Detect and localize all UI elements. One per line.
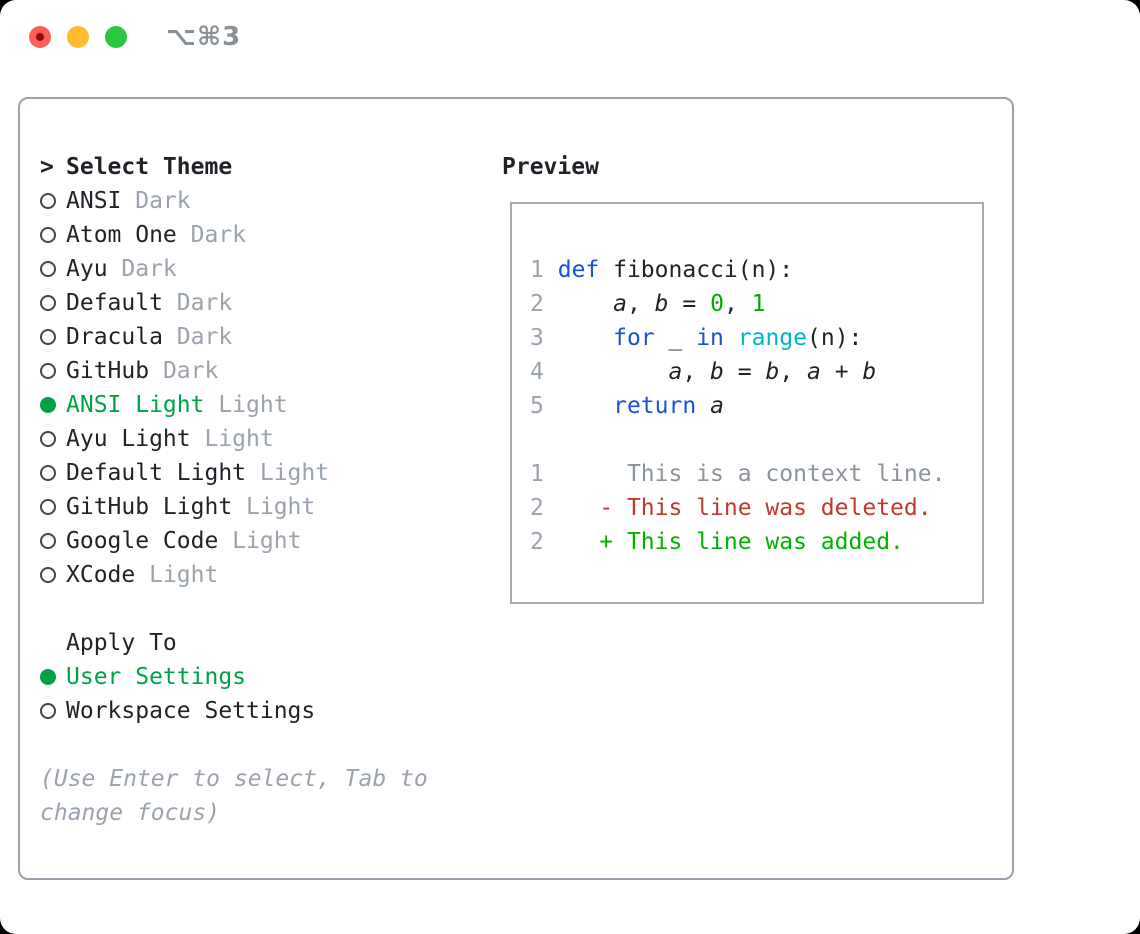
code-line: [530, 423, 982, 457]
theme-name: GitHub: [66, 358, 150, 384]
radio-icon: [40, 295, 56, 311]
code-preview: 1 def fibonacci(n): 2 a, b = 0, 1 3 for _ …: [512, 204, 982, 559]
preview-title: Preview: [502, 154, 599, 180]
theme-variant: Light: [246, 460, 330, 486]
theme-variant: Dark: [176, 222, 247, 248]
radio-selected-icon: [40, 397, 56, 413]
theme-list-header: > Select Theme: [40, 150, 329, 184]
theme-name: GitHub Light: [66, 494, 233, 520]
theme-option[interactable]: ANSI Light Light: [40, 388, 329, 422]
theme-variant: Light: [135, 562, 219, 588]
code-line: 1 def fibonacci(n):: [530, 257, 794, 283]
radio-selected-icon: [40, 669, 56, 685]
theme-variant: Dark: [162, 324, 233, 350]
code-line: 5 return a: [530, 393, 724, 419]
code-line: 2 - This line was deleted.: [530, 495, 932, 521]
theme-variant: Dark: [107, 256, 177, 282]
theme-variant: Light: [232, 494, 316, 520]
theme-option[interactable]: Default Dark: [40, 286, 329, 320]
zoom-button[interactable]: [105, 26, 127, 48]
theme-variant: Light: [190, 426, 274, 452]
theme-name: Ayu Light: [66, 426, 191, 452]
radio-icon: [40, 431, 56, 447]
theme-name: XCode: [66, 562, 136, 588]
radio-icon: [40, 703, 56, 719]
window-title-shortcut: ⌥⌘3: [166, 22, 242, 52]
titlebar: ⌥⌘3: [0, 0, 1140, 72]
theme-option[interactable]: GitHub Light Light: [40, 490, 329, 524]
theme-option[interactable]: Atom One Dark: [40, 218, 329, 252]
theme-list-title: Select Theme: [66, 154, 233, 180]
code-line: 3 for _ in range(n):: [530, 325, 863, 351]
code-line: 1 This is a context line.: [530, 461, 946, 487]
radio-icon: [40, 329, 56, 345]
theme-name: Atom One: [66, 222, 177, 248]
radio-icon: [40, 261, 56, 277]
radio-icon: [40, 567, 56, 583]
radio-icon: [40, 465, 56, 481]
apply-to-option-label: Workspace Settings: [66, 698, 316, 724]
theme-variant: Dark: [162, 290, 233, 316]
keyboard-hint: (Use Enter to select, Tab to change focu…: [40, 766, 428, 826]
theme-variant: Dark: [149, 358, 219, 384]
theme-option[interactable]: Ayu Dark: [40, 252, 329, 286]
code-line: 4 a, b = b, a + b: [530, 359, 877, 385]
minimize-button[interactable]: [67, 26, 89, 48]
theme-name: Google Code: [66, 528, 219, 554]
theme-option[interactable]: Dracula Dark: [40, 320, 329, 354]
theme-variant: Light: [204, 392, 288, 418]
code-line: 2 + This line was added.: [530, 529, 904, 555]
theme-name: Default Light: [66, 460, 247, 486]
preview-box: 1 def fibonacci(n): 2 a, b = 0, 1 3 for _ …: [510, 202, 984, 604]
apply-to-header: Apply To: [40, 626, 315, 660]
radio-icon: [40, 499, 56, 515]
radio-icon: [40, 193, 56, 209]
theme-name: Default: [66, 290, 163, 316]
theme-option[interactable]: GitHub Dark: [40, 354, 329, 388]
code-line: 2 a, b = 0, 1: [530, 291, 766, 317]
apply-to-option[interactable]: Workspace Settings: [40, 694, 315, 728]
theme-option[interactable]: Ayu Light Light: [40, 422, 329, 456]
theme-variant: Dark: [121, 188, 191, 214]
theme-option[interactable]: XCode Light: [40, 558, 329, 592]
theme-name: Ayu: [66, 256, 108, 282]
theme-option[interactable]: Default Light Light: [40, 456, 329, 490]
theme-name: Dracula: [66, 324, 163, 350]
theme-option[interactable]: Google Code Light: [40, 524, 329, 558]
radio-icon: [40, 533, 56, 549]
theme-variant: Light: [218, 528, 302, 554]
apply-to-title: Apply To: [66, 630, 177, 656]
close-button[interactable]: [29, 26, 51, 48]
apply-to-option[interactable]: User Settings: [40, 660, 315, 694]
theme-option[interactable]: ANSI Dark: [40, 184, 329, 218]
cursor-caret-icon: >: [40, 154, 54, 180]
apply-to-option-label: User Settings: [66, 664, 247, 690]
radio-icon: [40, 363, 56, 379]
theme-name: ANSI: [66, 188, 122, 214]
theme-name: ANSI Light: [66, 392, 205, 418]
radio-icon: [40, 227, 56, 243]
